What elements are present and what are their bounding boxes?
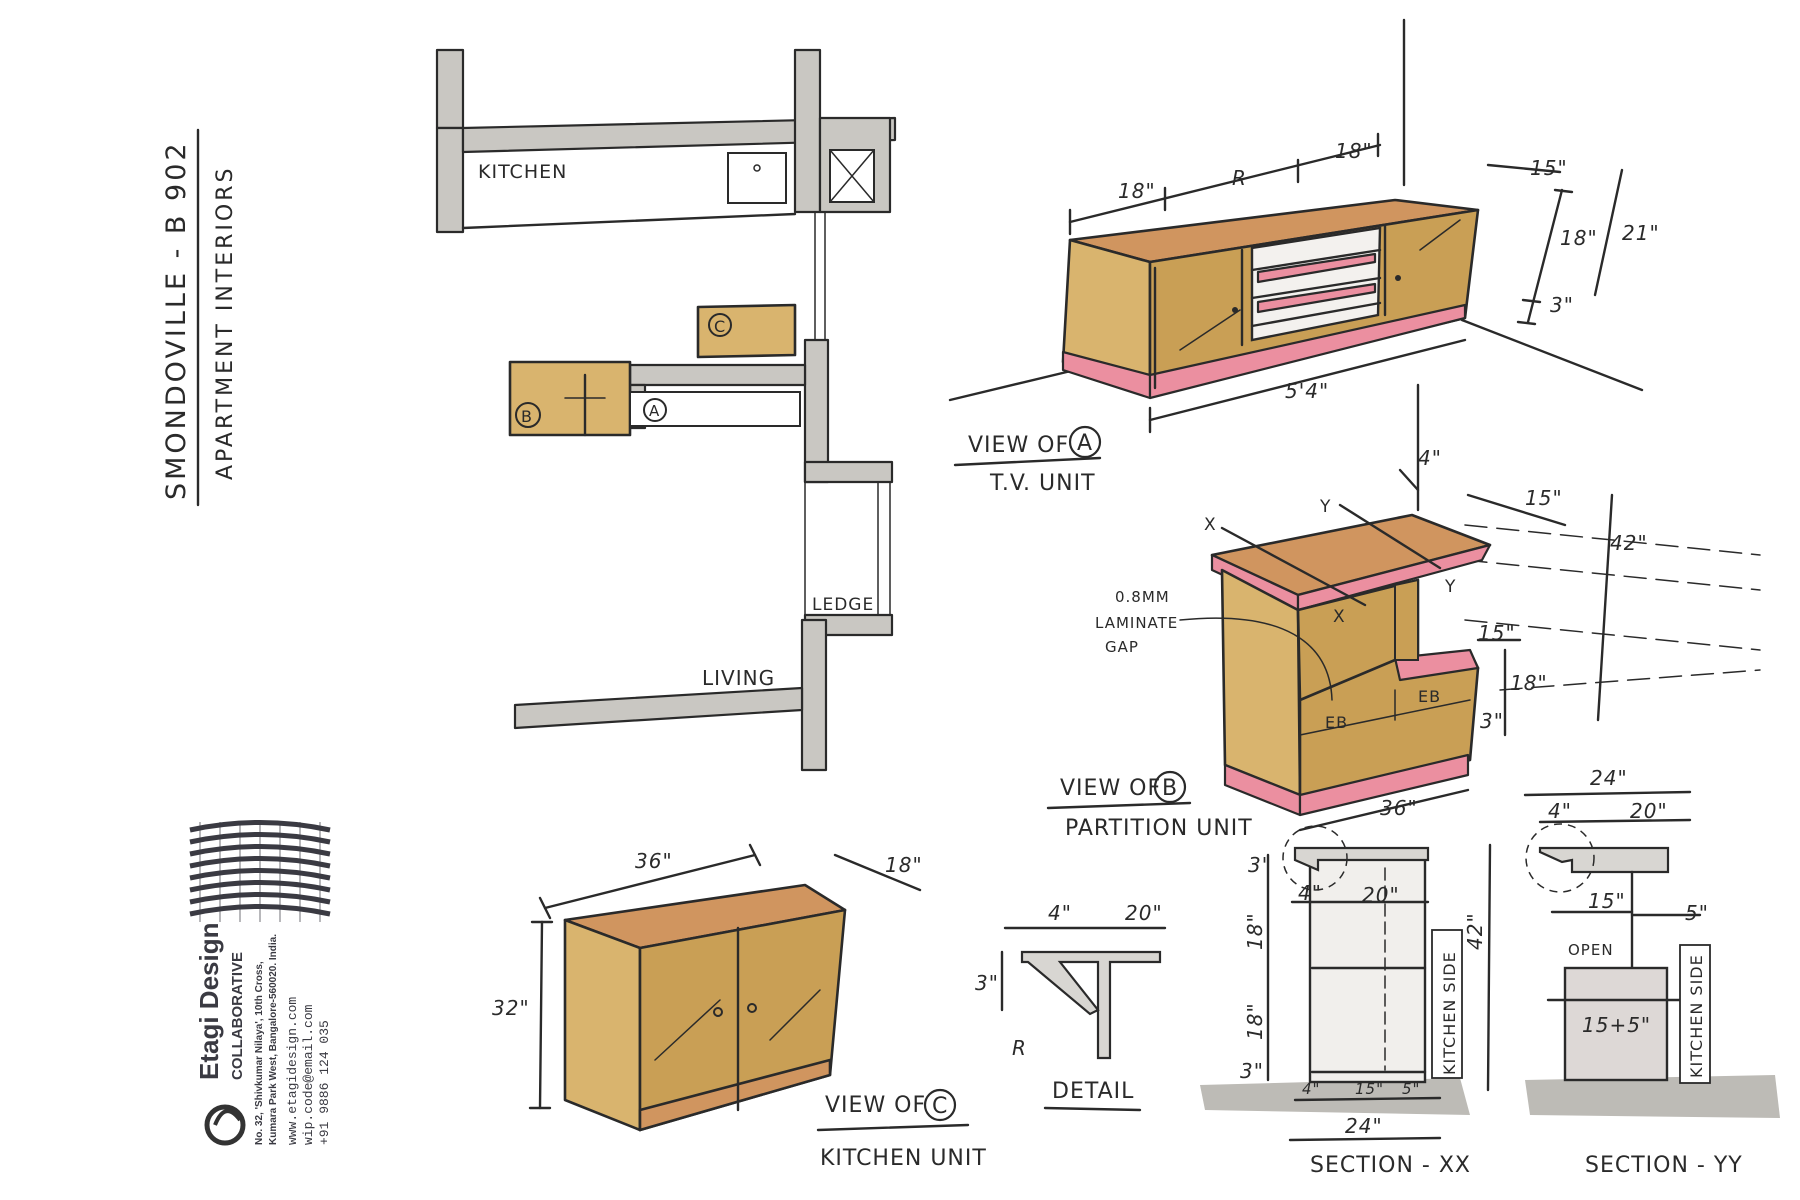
project-title-block: SMONDOVILLE - B 902 APARTMENT INTERIORS	[161, 128, 238, 507]
view-c-subtitle: KITCHEN UNIT	[820, 1146, 987, 1171]
room-label-kitchen: KITCHEN	[478, 161, 567, 183]
firm-sub: COLLABORATIVE	[229, 952, 246, 1080]
dim-xx-total: 42"	[1463, 912, 1487, 950]
yy-open-label: OPEN	[1568, 941, 1614, 959]
project-subtitle: APARTMENT INTERIORS	[213, 166, 238, 480]
firm-phone: +91 9886 124 035	[317, 1020, 332, 1145]
note-line-1: 0.8MM	[1115, 588, 1170, 606]
dim-b-width: 36"	[1380, 796, 1418, 820]
dim-xx-a: 4"	[1298, 881, 1322, 905]
firm-stamp: Etagi Design COLLABORATIVE No. 32, 'Shiv…	[189, 820, 332, 1146]
firm-logo-mark	[204, 1104, 246, 1146]
section-xx: 3" 4" 20" 18" 18" 3" 42" KITCHEN SIDE 4"…	[1200, 825, 1492, 1178]
note-line-2: LAMINATE	[1095, 614, 1178, 632]
section-yy-title: SECTION - YY	[1585, 1153, 1743, 1178]
view-a-subtitle: T.V. UNIT	[989, 471, 1096, 496]
dim-xx-base: 3"	[1240, 1059, 1264, 1083]
view-b-subtitle: PARTITION UNIT	[1065, 816, 1253, 841]
dim-b-base: 3"	[1480, 709, 1504, 733]
firm-address-1: No. 32, 'Shivkumar Nilaya', 10th Cross,	[254, 961, 265, 1145]
room-label-ledge: LEDGE	[812, 595, 874, 615]
dim-detail-a: 4"	[1048, 901, 1072, 925]
view-a-marker: A	[1077, 431, 1093, 456]
section-xx-title: SECTION - XX	[1310, 1153, 1471, 1178]
floor-plan: KITCHEN LEDGE LIVING C B A	[435, 48, 897, 772]
dim-a-w3: 18"	[1335, 139, 1373, 163]
dim-xx-f3: 5"	[1402, 1080, 1420, 1098]
view-c-title: VIEW OF	[825, 1093, 926, 1118]
dim-c-height: 32"	[492, 996, 530, 1020]
dim-detail-c: 3"	[975, 971, 999, 995]
dim-b-side: 15"	[1478, 621, 1516, 645]
dim-yy-top: 24"	[1590, 766, 1628, 790]
dim-a-w1: 18"	[1118, 179, 1156, 203]
view-c-kitchen-unit: 36" 18" 32" VIEW OF C KITCHEN UNIT	[492, 843, 987, 1171]
dim-b-depth: 15"	[1525, 486, 1563, 510]
view-a-title: VIEW OF	[968, 433, 1069, 458]
dim-yy-d: 5"	[1685, 901, 1709, 925]
view-b-marker: B	[1162, 776, 1178, 801]
tag-x-2: X	[1333, 607, 1346, 627]
tag-y-2: Y	[1444, 577, 1456, 597]
tag-eb-2: EB	[1418, 687, 1441, 706]
dim-xx-h2: 18"	[1243, 1002, 1267, 1040]
tag-y-1: Y	[1319, 497, 1331, 517]
dim-xx-f2: 15"	[1355, 1080, 1384, 1098]
dim-yy-e: 15+5"	[1582, 1013, 1651, 1037]
dim-a-length: 5'4"	[1285, 379, 1329, 403]
view-a-tv-unit: 18" R 18" 15" 18" 3" 21"	[948, 18, 1660, 496]
note-line-3: GAP	[1105, 638, 1139, 656]
dim-xx-width: 24"	[1345, 1114, 1383, 1138]
firm-email: wip.code@email.com	[301, 1004, 316, 1145]
dim-a-h2: 21"	[1622, 221, 1660, 245]
dim-yy-a: 4"	[1548, 799, 1572, 823]
firm-website: www.etagidesign.com	[285, 997, 300, 1145]
dim-c-depth: 18"	[885, 853, 923, 877]
dim-a-base: 3"	[1550, 293, 1574, 317]
dim-detail-d: R	[1012, 1036, 1027, 1060]
xx-side-label: KITCHEN SIDE	[1440, 951, 1459, 1075]
dim-b-top: 4"	[1418, 446, 1442, 470]
tag-eb-1: EB	[1325, 713, 1348, 732]
dim-xx-top: 3"	[1248, 853, 1272, 877]
detail-title: DETAIL	[1052, 1079, 1134, 1104]
dim-yy-b: 20"	[1630, 799, 1668, 823]
dim-a-h1: 18"	[1560, 226, 1598, 250]
plan-marker-a: A	[649, 402, 660, 420]
firm-name: Etagi Design	[194, 923, 224, 1080]
dim-b-mid: 18"	[1510, 671, 1548, 695]
yy-side-label: KITCHEN SIDE	[1687, 954, 1706, 1078]
view-b-title: VIEW OF	[1060, 776, 1161, 801]
dim-xx-h1: 18"	[1243, 912, 1267, 950]
section-yy: 24" 4" 20" 15" 5" OPEN 15+5" KITCHEN SID…	[1523, 766, 1780, 1178]
room-label-living: LIVING	[702, 666, 775, 690]
view-c-marker: C	[932, 1094, 948, 1119]
dim-a-depth: 15"	[1530, 156, 1568, 180]
plan-marker-b: B	[521, 407, 533, 426]
tag-x-1: X	[1204, 515, 1217, 535]
firm-address-2: Kumara Park West, Bangalore-560020. Indi…	[268, 934, 279, 1145]
dim-b-height: 42"	[1610, 531, 1648, 555]
dim-xx-b: 20"	[1362, 883, 1400, 907]
dim-xx-f1: 4"	[1302, 1080, 1320, 1098]
project-title: SMONDOVILLE - B 902	[161, 140, 192, 500]
detail-drawing: 4" 20" 3" R DETAIL	[975, 901, 1167, 1112]
dim-c-width: 36"	[635, 849, 673, 873]
dim-detail-b: 20"	[1125, 901, 1163, 925]
dim-yy-c: 15"	[1588, 889, 1626, 913]
view-b-partition-unit: EB EB X X Y Y 0.8MM LAMINATE GAP 4" 15" …	[1046, 383, 1761, 841]
firm-logo-texture	[189, 820, 331, 922]
dim-a-w2: R	[1232, 166, 1247, 190]
plan-marker-c: C	[714, 317, 726, 336]
